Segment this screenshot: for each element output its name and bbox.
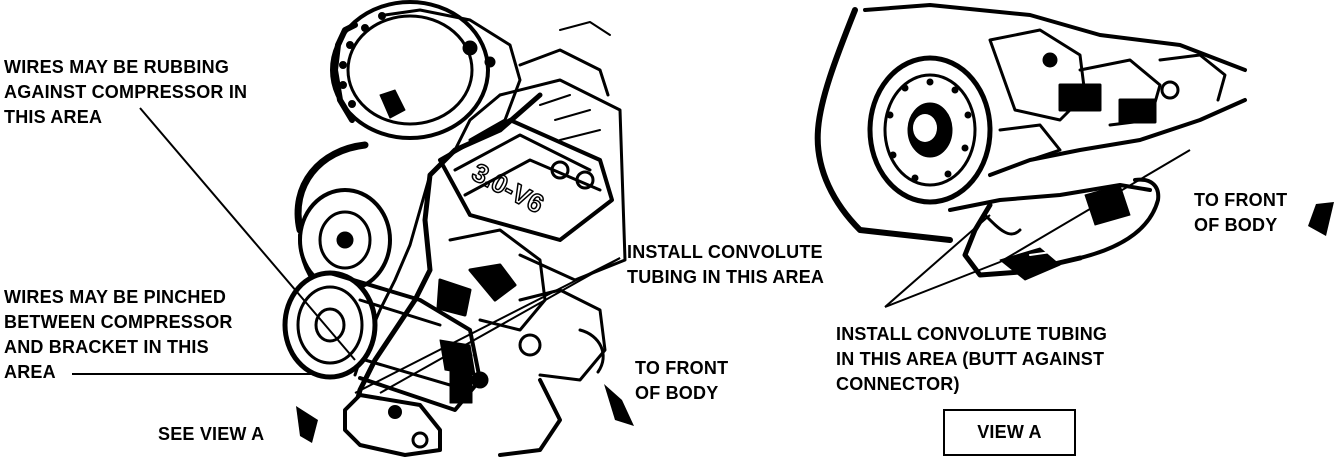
ac-compressor <box>282 270 482 412</box>
view-a-illustration <box>814 3 1247 281</box>
direction-arrow-icon <box>296 202 1334 443</box>
engine-block <box>436 228 607 457</box>
view-a-wiring <box>962 177 1161 281</box>
compressor-bracket <box>343 393 442 457</box>
engine-head <box>438 21 627 282</box>
label-wires-pinched: WIRES MAY BE PINCHED BETWEEN COMPRESSOR … <box>4 287 233 382</box>
harmonic-balancer <box>867 55 993 205</box>
view-a-caption-box: VIEW A <box>943 409 1076 456</box>
leader-lines-view-a <box>884 149 1191 308</box>
label-see-view-a: SEE VIEW A <box>158 424 265 444</box>
alternator <box>330 0 522 142</box>
label-install-convolute-view-a: INSTALL CONVOLUTE TUBING IN THIS AREA (B… <box>836 324 1108 394</box>
engine-illustration: 3.0-V6 <box>282 0 627 457</box>
leader-lines-main <box>72 107 621 394</box>
label-install-convolute-main: INSTALL CONVOLUTE TUBING IN THIS AREA <box>627 242 825 287</box>
view-a-engine-parts <box>988 28 1227 162</box>
label-to-front-main: TO FRONT OF BODY <box>635 358 729 403</box>
label-wires-rubbing: WIRES MAY BE RUBBING AGAINST COMPRESSOR … <box>4 57 248 127</box>
view-a-caption: VIEW A <box>977 422 1042 442</box>
label-to-front-view-a: TO FRONT OF BODY <box>1194 190 1288 235</box>
